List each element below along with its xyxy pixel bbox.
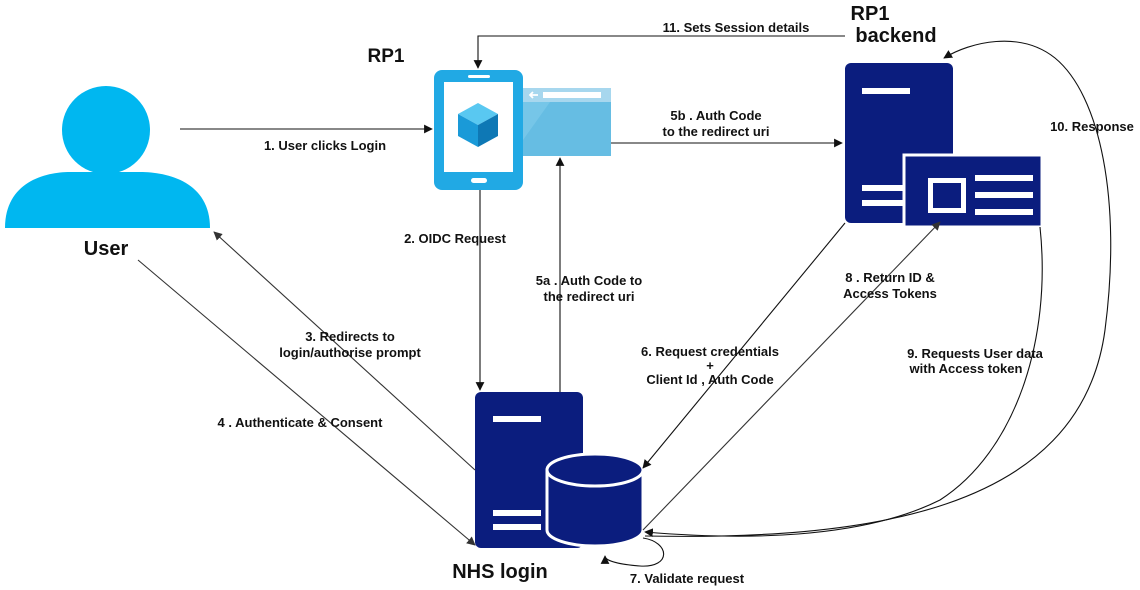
edge-6-label-line1: 6. Request credentials <box>641 344 779 359</box>
id-card-icon <box>902 153 1044 229</box>
user-label: User <box>84 238 129 260</box>
edge-10-label: 10. Response <box>1050 119 1134 134</box>
edge-3-arrow <box>213 231 476 471</box>
edge-9-label-line2: with Access token <box>909 361 1023 376</box>
edge-8-label-line2: Access Tokens <box>843 286 937 301</box>
edge-6-arrow <box>642 222 846 469</box>
user-icon <box>5 86 210 228</box>
edge-6-label-line3: Client Id , Auth Code <box>646 372 773 387</box>
edge-6-label-line2: + <box>706 358 714 373</box>
edge-5a-label-line1: 5a . Auth Code to <box>536 273 642 288</box>
edge-7-arrow <box>600 537 665 567</box>
edge-2-label: 2. OIDC Request <box>404 231 507 246</box>
rp1-label: RP1 <box>368 46 405 67</box>
edge-4-label: 4 . Authenticate & Consent <box>218 415 384 430</box>
rp1-backend-label-line2: backend <box>855 25 936 47</box>
edge-8-arrow <box>642 221 941 531</box>
edge-5b-label-line2: to the redirect uri <box>663 124 770 139</box>
edge-8-label-line1: 8 . Return ID & <box>845 270 935 285</box>
edge-3-label-line2: login/authorise prompt <box>279 345 421 360</box>
edge-10-arrow <box>644 40 1112 537</box>
database-icon <box>545 452 645 548</box>
nhs-login-label: NHS login <box>452 561 548 583</box>
rp1-backend-label-line1: RP1 <box>851 3 890 25</box>
edge-4-arrow <box>137 259 476 546</box>
rp1-phone-icon <box>434 70 523 190</box>
edge-3-label-line1: 3. Redirects to <box>305 329 395 344</box>
edge-9-label-line1: 9. Requests User data <box>907 346 1044 361</box>
edge-11-arrow <box>473 35 845 69</box>
edge-9-arrow <box>644 226 1043 538</box>
browser-window-icon <box>523 88 611 156</box>
edge-1-label: 1. User clicks Login <box>264 138 386 153</box>
edge-11-label: 11. Sets Session details <box>663 20 810 35</box>
edge-5a-label-line2: the redirect uri <box>543 289 634 304</box>
edge-5b-label-line1: 5b . Auth Code <box>670 108 761 123</box>
edge-7-label: 7. Validate request <box>630 571 745 586</box>
